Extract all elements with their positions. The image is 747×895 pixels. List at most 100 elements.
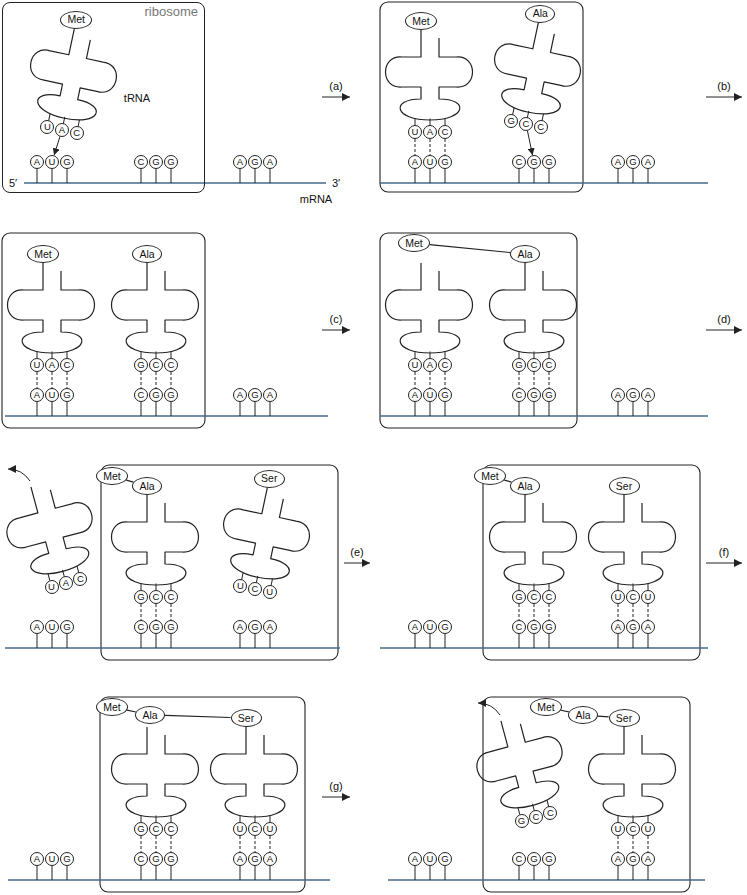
amino-acid-name: Ala <box>533 8 548 19</box>
nucleotide-base: A <box>233 388 247 402</box>
nucleotide-base: A <box>263 388 277 402</box>
base-letter: A <box>34 157 40 167</box>
base-letter: A <box>34 854 40 864</box>
base-pair <box>415 139 416 155</box>
base-stalk <box>648 866 649 881</box>
base-letter: U <box>427 157 434 167</box>
nucleotide-base: U <box>45 580 59 594</box>
nucleotide-base: A <box>641 852 655 866</box>
nucleotide-base: C <box>134 388 148 402</box>
base-stalk <box>415 866 416 881</box>
nucleotide-base: G <box>626 155 640 169</box>
base-letter: C <box>168 824 175 834</box>
base-letter: U <box>427 622 434 632</box>
nucleotide-base: A <box>233 852 247 866</box>
trna-shape <box>490 263 577 359</box>
peptide-bond <box>430 245 510 253</box>
nucleotide-base: U <box>641 590 655 604</box>
base-letter: U <box>615 592 622 602</box>
base-stalk <box>549 634 550 649</box>
base-letter: G <box>508 116 515 126</box>
nucleotide-base: G <box>527 155 541 169</box>
amino-acid-name: Met <box>68 14 86 25</box>
trna-outline <box>490 495 577 585</box>
nucleotide-base: G <box>134 358 148 372</box>
base-stalk <box>648 634 649 649</box>
trna-outline <box>214 480 318 586</box>
base-stalk <box>519 634 520 649</box>
base-pair <box>141 836 142 852</box>
base-stalk <box>618 634 619 649</box>
amino-acid-name: Met <box>103 702 121 713</box>
base-stalk <box>445 634 446 649</box>
trna-shape <box>386 30 473 126</box>
nucleotide-base: U <box>45 155 59 169</box>
nucleotide-base: C <box>60 358 74 372</box>
nucleotide-base: U <box>45 852 59 866</box>
base-stalk <box>156 634 157 649</box>
base-letter: C <box>252 584 259 594</box>
base-letter: G <box>518 816 525 826</box>
base-letter: U <box>427 390 434 400</box>
amino-acid: Ser <box>231 709 262 727</box>
base-pair <box>52 372 53 388</box>
nucleotide-base: G <box>438 852 452 866</box>
nucleotide-base: G <box>626 620 640 634</box>
base-letter: A <box>34 390 40 400</box>
base-letter: C <box>138 157 145 167</box>
base-letter: G <box>441 390 448 400</box>
base-stalk <box>52 169 53 184</box>
base-letter: A <box>412 854 418 864</box>
base-stalk <box>430 634 431 649</box>
nucleotide-base: G <box>248 388 262 402</box>
nucleotide-base: C <box>512 852 526 866</box>
base-letter: C <box>630 824 637 834</box>
ribosome-outline <box>380 233 577 428</box>
nucleotide-base: A <box>641 388 655 402</box>
nucleotide-base: U <box>233 822 247 836</box>
trna-shape <box>20 21 125 133</box>
nucleotide-base: A <box>263 155 277 169</box>
base-pair <box>430 372 431 388</box>
base-letter: G <box>545 854 552 864</box>
base-stalk <box>415 634 416 649</box>
base-stalk <box>519 866 520 881</box>
base-letter: C <box>64 360 71 370</box>
base-letter: C <box>547 808 554 818</box>
base-stalk <box>633 866 634 881</box>
base-pair <box>618 604 619 620</box>
nucleotide-base: A <box>263 852 277 866</box>
base-stalk <box>618 402 619 417</box>
nucleotide-base: A <box>641 155 655 169</box>
amino-acid-name: Ser <box>616 713 632 724</box>
nucleotide-base: G <box>60 388 74 402</box>
ribosome-outline <box>101 465 338 660</box>
nucleotide-base: G <box>248 155 262 169</box>
nucleotide-base: A <box>611 155 625 169</box>
mrna-strand <box>5 647 340 648</box>
base-letter: A <box>645 157 651 167</box>
base-letter: U <box>34 360 41 370</box>
base-letter: C <box>442 360 449 370</box>
base-letter: G <box>137 824 144 834</box>
base-letter: A <box>267 390 273 400</box>
base-letter: U <box>267 824 274 834</box>
base-letter: C <box>138 854 145 864</box>
base-letter: C <box>523 119 530 129</box>
nucleotide-base: G <box>542 155 556 169</box>
base-letter: A <box>645 622 651 632</box>
base-pair <box>141 604 142 620</box>
base-pair <box>415 372 416 388</box>
base-letter: G <box>152 390 159 400</box>
base-letter: C <box>546 360 553 370</box>
base-letter: G <box>629 622 636 632</box>
base-letter: G <box>63 157 70 167</box>
base-letter: C <box>77 574 84 584</box>
base-letter: U <box>44 122 51 132</box>
base-letter: U <box>48 582 55 592</box>
nucleotide-base: C <box>164 822 178 836</box>
base-stalk <box>445 169 446 184</box>
base-letter: G <box>251 390 258 400</box>
base-letter: A <box>267 622 273 632</box>
amino-acid-name: Ala <box>575 710 590 721</box>
